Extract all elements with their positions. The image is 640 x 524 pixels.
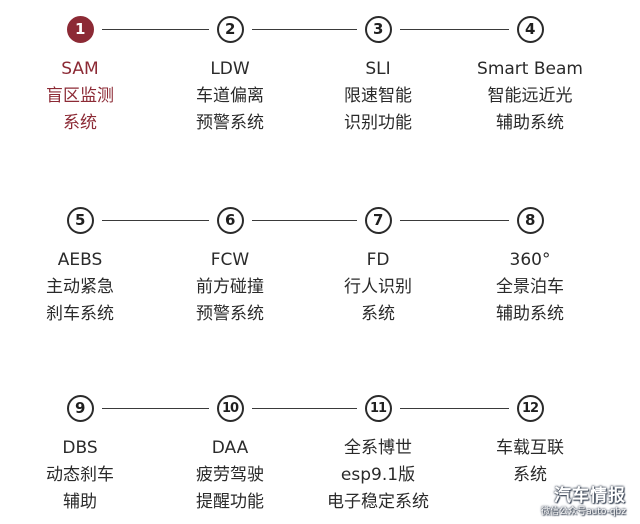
connector-line	[399, 220, 509, 221]
feature-description-line: 辅助系统	[496, 304, 564, 324]
feature-name: SAM	[61, 59, 99, 79]
connector-line	[101, 408, 209, 409]
connector-line	[399, 29, 509, 30]
watermark-subtitle: 微信公众号auto-qbz	[541, 507, 626, 517]
feature-description-line: 预警系统	[196, 304, 264, 324]
feature-label: Smart Beam 智能远近光辅助系统	[455, 56, 605, 137]
feature-description-line: 动态刹车	[46, 465, 114, 485]
feature-number-badge: 6	[216, 206, 244, 234]
feature-number-badge: 5	[66, 206, 94, 234]
connector-line	[251, 29, 357, 30]
feature-label: 全系博世 esp9.1版电子稳定系统	[303, 435, 453, 516]
feature-description-line: 疲劳驾驶	[196, 465, 264, 485]
feature-number-badge: 10	[216, 394, 244, 422]
feature-name: FCW	[210, 250, 250, 270]
feature-number-badge: 4	[516, 15, 544, 43]
feature-label: 车载互联系统	[455, 435, 605, 489]
feature-number-badge: 8	[516, 206, 544, 234]
feature-number-badge: 2	[216, 15, 244, 43]
feature-label: SLI 限速智能识别功能	[303, 56, 453, 137]
feature-name: 车载互联	[496, 438, 564, 458]
feature-label: 360° 全景泊车辅助系统	[455, 247, 605, 328]
feature-number-badge: 1	[66, 15, 94, 43]
feature-description-line: 辅助系统	[496, 113, 564, 133]
feature-description-line: 系统	[63, 113, 97, 133]
feature-name: LDW	[210, 59, 250, 79]
feature-name: AEBS	[57, 250, 103, 270]
feature-description-line: 限速智能	[344, 86, 412, 106]
watermark-title: 汽车情报	[554, 486, 626, 506]
feature-number-badge: 3	[364, 15, 392, 43]
feature-name: DAA	[211, 438, 249, 458]
feature-label: AEBS 主动紧急刹车系统	[5, 247, 155, 328]
connector-line	[251, 408, 357, 409]
feature-description-line: 电子稳定系统	[327, 492, 429, 512]
feature-description-line: 辅助	[63, 492, 97, 512]
feature-description-line: 提醒功能	[196, 492, 264, 512]
feature-name: 全系博世	[344, 438, 412, 458]
feature-description-line: 行人识别	[344, 277, 412, 297]
feature-description-line: esp9.1版	[340, 465, 416, 485]
feature-number-badge: 7	[364, 206, 392, 234]
feature-name: 360°	[509, 250, 551, 270]
feature-label: FD 行人识别系统	[303, 247, 453, 328]
feature-description-line: 识别功能	[344, 113, 412, 133]
feature-description-line: 刹车系统	[46, 304, 114, 324]
connector-line	[399, 408, 509, 409]
feature-description-line: 车道偏离	[196, 86, 264, 106]
feature-name: FD	[366, 250, 390, 270]
feature-name: DBS	[62, 438, 98, 458]
feature-number-badge: 12	[516, 394, 544, 422]
feature-description-line: 主动紧急	[46, 277, 114, 297]
feature-description-line: 全景泊车	[496, 277, 564, 297]
feature-name: Smart Beam	[477, 59, 583, 79]
connector-line	[251, 220, 357, 221]
feature-description-line: 智能远近光	[487, 86, 573, 106]
feature-description-line: 系统	[361, 304, 395, 324]
watermark: 汽车情报 微信公众号auto-qbz	[541, 486, 626, 518]
feature-label: LDW 车道偏离预警系统	[155, 56, 305, 137]
feature-description-line: 前方碰撞	[196, 277, 264, 297]
feature-number-badge: 11	[364, 394, 392, 422]
feature-label: FCW 前方碰撞预警系统	[155, 247, 305, 328]
feature-description-line: 系统	[513, 465, 547, 485]
feature-label: SAM 盲区监测系统	[5, 56, 155, 137]
connector-line	[101, 220, 209, 221]
feature-label: DBS 动态刹车辅助	[5, 435, 155, 516]
feature-description-line: 盲区监测	[46, 86, 114, 106]
feature-description-line: 预警系统	[196, 113, 264, 133]
feature-name: SLI	[365, 59, 391, 79]
feature-number-badge: 9	[66, 394, 94, 422]
feature-label: DAA 疲劳驾驶提醒功能	[155, 435, 305, 516]
connector-line	[101, 29, 209, 30]
